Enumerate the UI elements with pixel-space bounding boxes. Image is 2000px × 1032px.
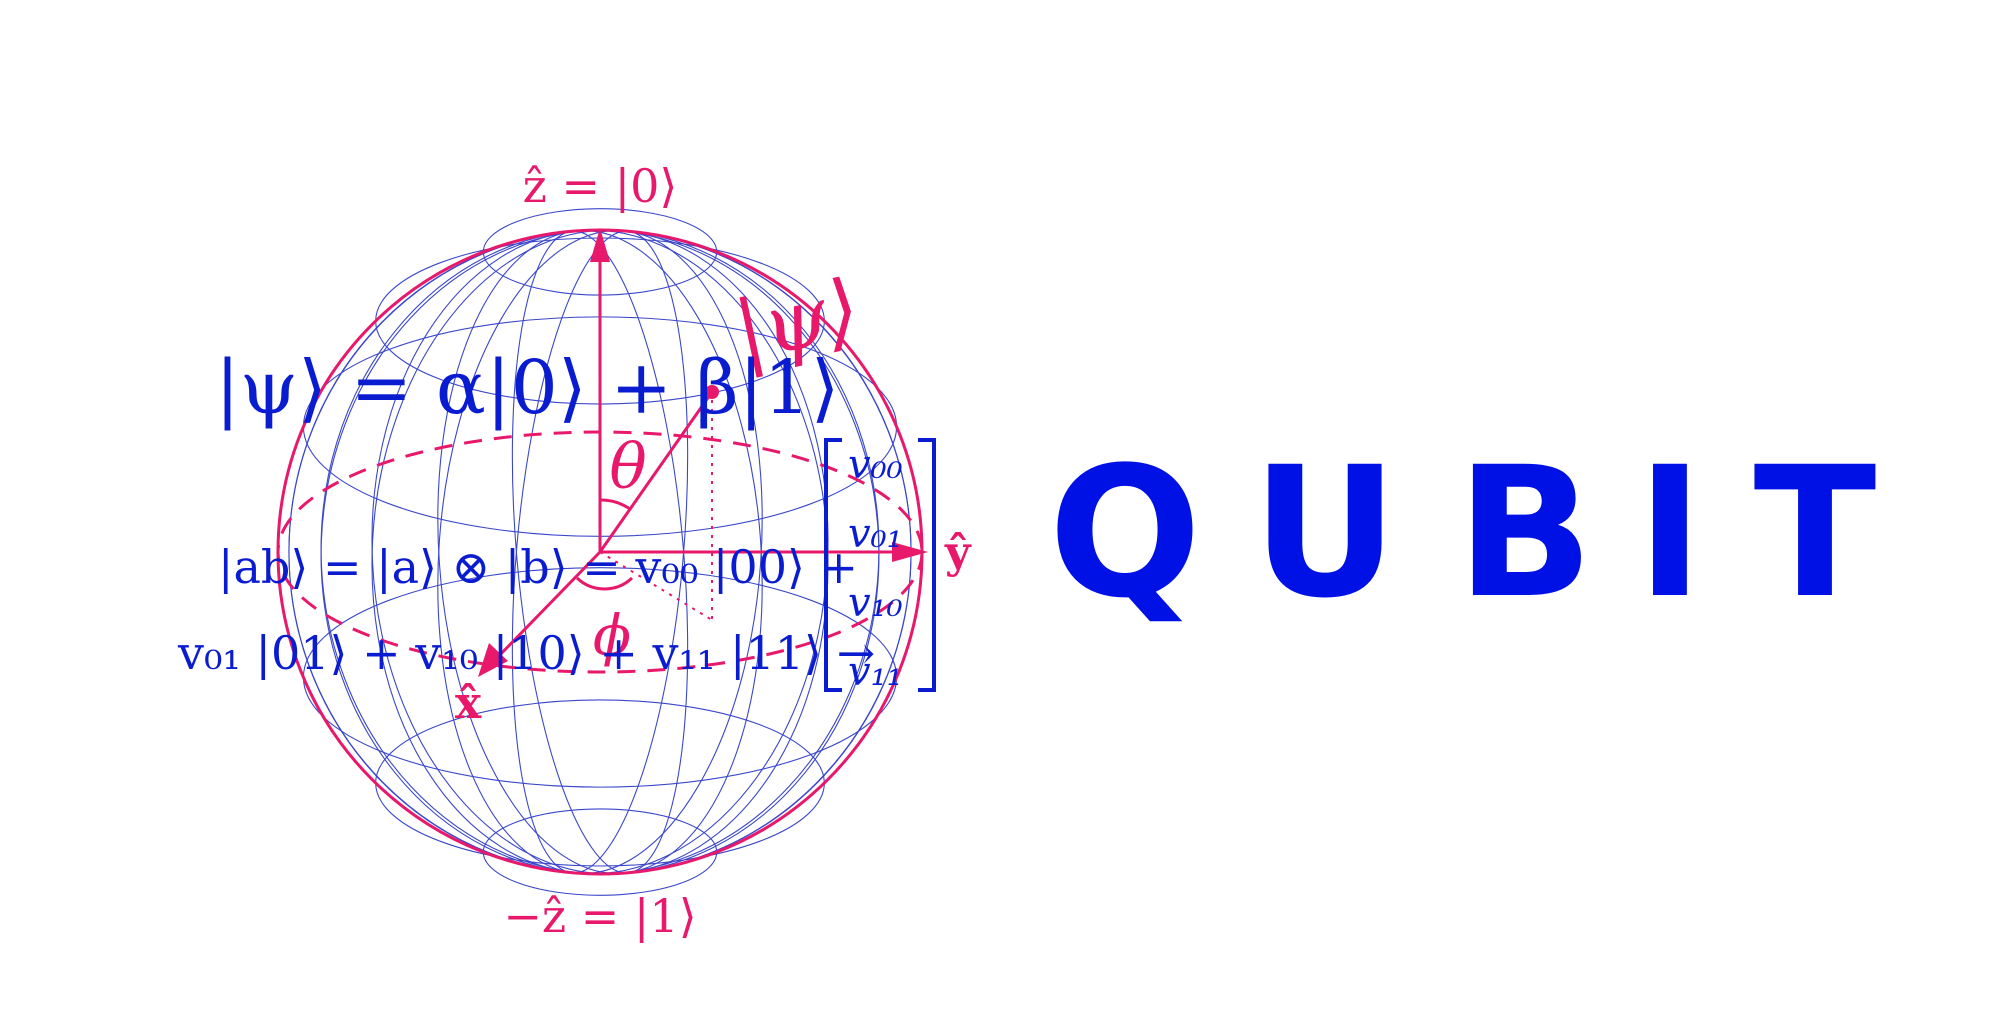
vector-entry: v₀₀ — [848, 442, 903, 488]
latitude-line — [482, 808, 718, 896]
title-letter-b: B — [1456, 429, 1593, 638]
tensor-equation-line1: |ab⟩ = |a⟩ ⊗ |b⟩ = v₀₀ |00⟩ + — [218, 540, 858, 594]
latitude-line — [375, 699, 825, 867]
x-axis-line — [493, 550, 602, 662]
vector-entry: v₀₁ — [848, 511, 903, 557]
tensor-equation-line2: v₀₁ |01⟩ + v₁₀ |10⟩ + v₁₁ |11⟩ → — [177, 626, 875, 680]
z-top-label: ẑ = |0⟩ — [523, 159, 678, 213]
x-axis-arrowhead — [478, 643, 508, 677]
state-vector — [598, 391, 714, 553]
column-vector: v₀₀ v₀₁ v₁₀ v₁₁ — [824, 438, 936, 695]
y-axis-label: ŷ — [944, 527, 972, 578]
theta-label: θ — [609, 430, 646, 503]
superposition-equation: |ψ⟩ = α|0⟩ + β|1⟩ — [215, 345, 839, 431]
vector-entry: v₁₀ — [848, 580, 903, 626]
z-axis-arrowhead — [590, 228, 610, 262]
title-letter-q: Q — [1048, 429, 1201, 638]
state-point — [705, 385, 719, 399]
z-bottom-label: −ẑ = |1⟩ — [503, 889, 696, 943]
phi-arc — [575, 576, 634, 591]
theta-arc — [599, 498, 631, 511]
bloch-axes — [478, 228, 928, 677]
y-axis-arrowhead — [892, 542, 928, 562]
x-axis-label: x̂ — [455, 678, 482, 729]
vector-entry: v₁₁ — [848, 649, 903, 695]
title-letter-u: U — [1252, 429, 1398, 638]
title-letter-t: T — [1754, 429, 1877, 638]
vector-right-bracket — [918, 438, 936, 692]
title-letter-i: I — [1637, 429, 1704, 638]
projection-ground — [599, 551, 713, 621]
phi-label: ϕ — [593, 604, 631, 669]
vector-left-bracket — [824, 438, 842, 692]
